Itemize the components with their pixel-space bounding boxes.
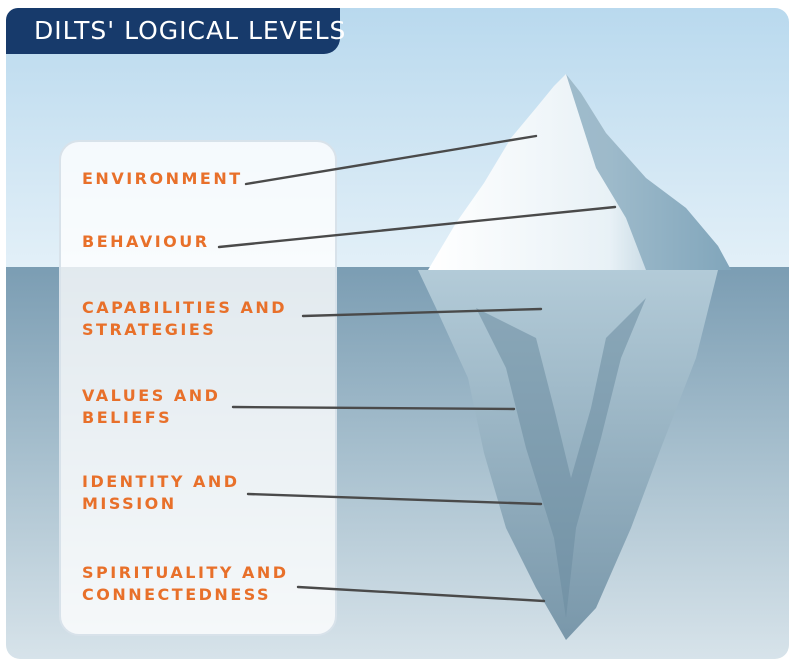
iceberg-crevices	[476, 298, 646, 618]
level-label-behaviour: BEHAVIOUR	[82, 231, 210, 253]
level-label-line: CONNECTEDNESS	[82, 585, 272, 604]
level-label-line: CAPABILITIES AND	[82, 298, 288, 317]
level-label-identity: IDENTITY AND MISSION	[82, 471, 240, 515]
level-label-line: BELIEFS	[82, 408, 173, 427]
level-label-values: VALUES AND BELIEFS	[82, 385, 220, 429]
level-label-spirituality: SPIRITUALITY AND CONNECTEDNESS	[82, 562, 289, 606]
iceberg-shadow-face	[566, 74, 731, 270]
level-label-line: BEHAVIOUR	[82, 232, 210, 251]
level-label-line: IDENTITY AND	[82, 472, 240, 491]
level-label-line: ENVIRONMENT	[82, 169, 243, 188]
level-label-environment: ENVIRONMENT	[82, 168, 243, 190]
level-label-line: STRATEGIES	[82, 320, 217, 339]
page-title: DILTS' LOGICAL LEVELS	[6, 8, 345, 54]
level-label-line: SPIRITUALITY AND	[82, 563, 289, 582]
iceberg-underwater	[418, 270, 718, 640]
level-label-line: MISSION	[82, 494, 177, 513]
level-label-line: VALUES AND	[82, 386, 221, 405]
level-label-capabilities: CAPABILITIES AND STRATEGIES	[82, 297, 287, 341]
